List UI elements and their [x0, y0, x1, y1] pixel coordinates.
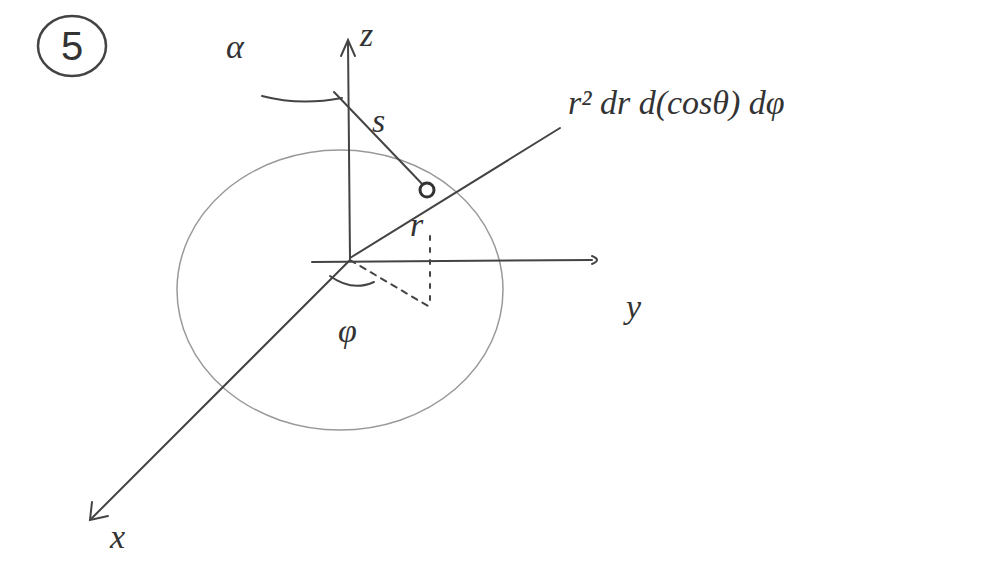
- sphere: [177, 150, 503, 430]
- point: [420, 183, 434, 197]
- z-axis: [348, 42, 350, 258]
- volume-element: r² dr d(cosθ) dφ: [568, 86, 785, 120]
- drop-line: [429, 236, 431, 300]
- z-arrow: [341, 40, 355, 56]
- radius-label: r: [410, 208, 423, 242]
- axis-label: x: [110, 520, 125, 554]
- axis-label: z: [360, 18, 373, 52]
- y-end: [592, 256, 597, 264]
- angle-label: α: [226, 30, 244, 64]
- callout-number: 5: [36, 26, 108, 66]
- distance-label: s: [372, 104, 385, 138]
- x-arrow: [90, 502, 108, 520]
- phi-arc: [330, 276, 374, 286]
- axis-label: y: [626, 290, 641, 324]
- x-axis: [92, 260, 350, 518]
- r-line: [350, 128, 560, 258]
- s-line: [334, 92, 426, 188]
- projection: [350, 260, 428, 306]
- circled-number: 5: [36, 14, 108, 78]
- alpha-arc: [262, 96, 342, 102]
- angle-label: φ: [338, 314, 357, 348]
